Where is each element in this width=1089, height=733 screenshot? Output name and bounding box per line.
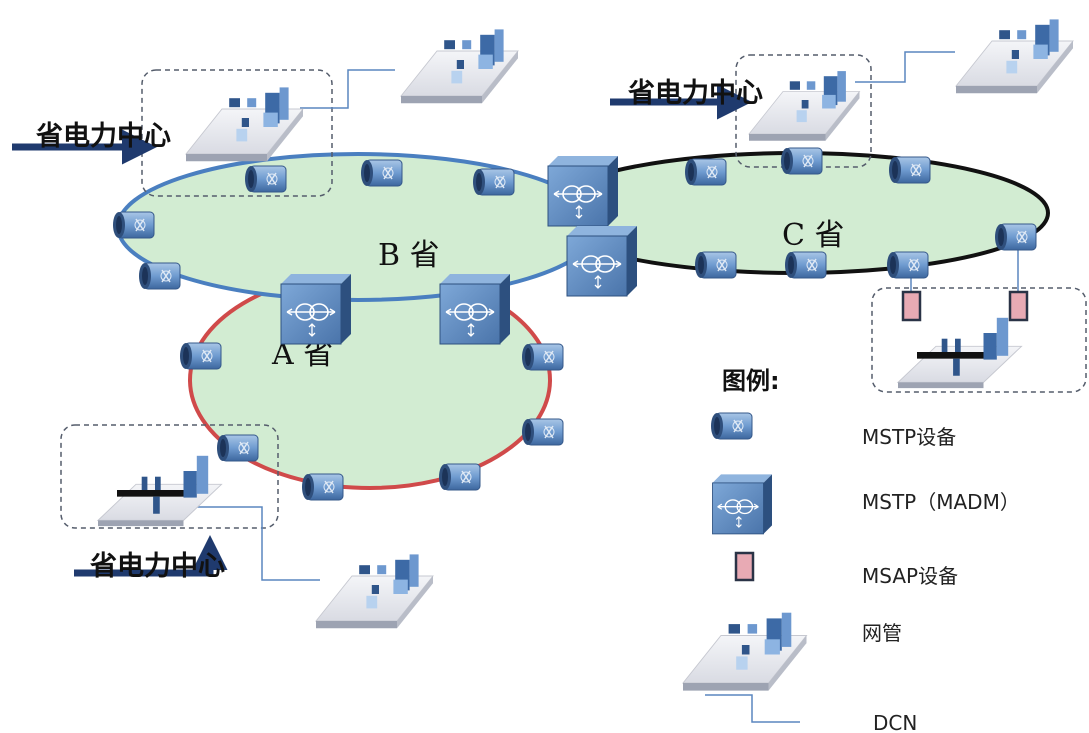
mstp-device [994, 223, 1037, 251]
mstp-device [780, 147, 823, 175]
nms-workstation-icon [682, 612, 807, 692]
center-label-top-left: 省电力中心 [36, 121, 171, 152]
msap-device-icon [734, 551, 755, 582]
mstp-device [784, 251, 827, 279]
mstp-device [138, 262, 181, 290]
legend-label-msap: MSAP设备 [862, 564, 958, 588]
mstp-device [886, 251, 929, 279]
legend: 图例: MSTP设备 MSTP（MADM） MSAP设备 网管 DCN [682, 367, 1020, 733]
msap-device-1 [901, 290, 922, 322]
mstp-device [521, 343, 564, 371]
mstp-device [216, 434, 259, 462]
mstp-device [360, 159, 403, 187]
ring-b [116, 152, 600, 302]
dcn-line-icon [705, 694, 800, 723]
legend-label-mstp: MSTP设备 [862, 425, 956, 449]
mstp-device [472, 168, 515, 196]
center-box-top-left [141, 69, 333, 197]
mstp-device [301, 473, 344, 501]
ring-label-c: C 省 [782, 218, 845, 253]
nms-workstation-bottom [315, 553, 434, 629]
arrow-bottom-left [74, 535, 228, 577]
madm-device-ab-left [280, 273, 352, 345]
dcn-links [195, 51, 1019, 581]
mstp-device [244, 165, 287, 193]
nms-workstation-top-left-outer [400, 28, 519, 104]
mstp-device [521, 418, 564, 446]
center-box-right [871, 287, 1087, 393]
madm-device-icon [711, 473, 773, 535]
legend-label-nms: 网管 [862, 621, 902, 645]
mstp-device [684, 158, 727, 186]
nms-workstation-top-right-outer [955, 18, 1074, 94]
mstp-device [179, 342, 222, 370]
mstp-device [888, 156, 931, 184]
legend-label-dcn: DCN [873, 711, 917, 733]
nms-workstation-top-left-inner [185, 86, 304, 162]
nms-server-bottom-left [97, 455, 222, 527]
mstp-device [438, 463, 481, 491]
mstp-device [112, 211, 155, 239]
ring-label-b: B 省 [378, 238, 440, 273]
legend-title: 图例: [722, 367, 780, 395]
center-label-bottom-left: 省电力中心 [90, 551, 225, 582]
nms-server-right [897, 317, 1022, 389]
msap-device-2 [1008, 290, 1029, 322]
madm-device-bc-bottom [566, 225, 638, 297]
madm-device-bc-top [547, 155, 619, 227]
madm-device-ab-right [439, 273, 511, 345]
center-box-bottom-left [60, 424, 279, 529]
center-label-top-right: 省电力中心 [628, 78, 763, 109]
mstp-device [694, 251, 737, 279]
legend-label-madm: MSTP（MADM） [862, 490, 1020, 514]
nms-workstation-top-right-inner [748, 70, 860, 142]
mstp-device-icon [710, 412, 753, 440]
